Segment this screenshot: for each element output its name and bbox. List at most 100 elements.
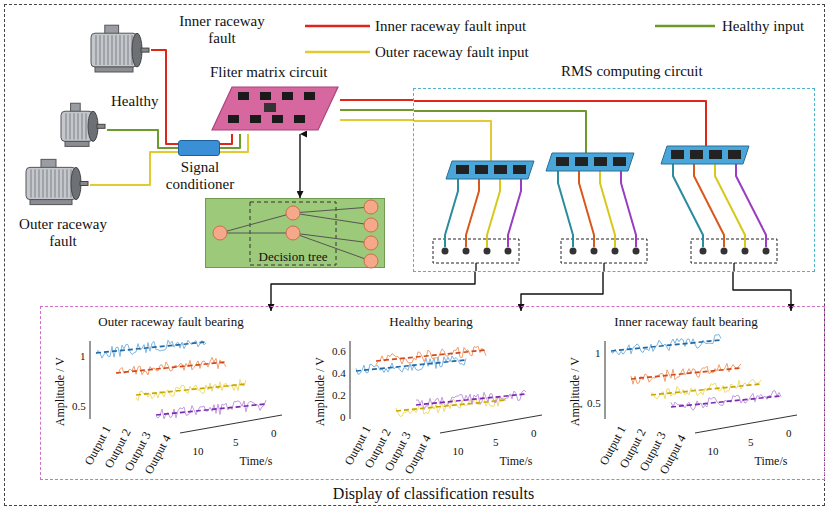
panel-node: Display of classification resultsOuter r… <box>40 306 825 480</box>
chart-panel: Inner raceway fault bearingAmplitude / V… <box>561 311 821 477</box>
axis-label: Time/s <box>240 455 273 468</box>
graphic-polyline <box>558 171 573 247</box>
graphic-rect <box>613 157 626 166</box>
axis-label: 0 <box>786 427 792 439</box>
node-label: RMS computing circuit <box>561 63 703 80</box>
graphic-line <box>108 35 109 65</box>
graphic-rect <box>594 157 607 166</box>
board-node: Fliter matrix circuit <box>208 64 340 134</box>
node-label: Healthy bearing <box>306 315 556 330</box>
graphic-rect <box>30 200 72 205</box>
graphic-line <box>63 169 64 197</box>
graphic-line <box>43 169 44 197</box>
graphic-line <box>293 233 371 243</box>
graphic-polyline <box>508 179 521 247</box>
graphic-circle <box>700 248 707 255</box>
graphic-rect <box>97 124 105 128</box>
graphic-line <box>35 169 36 197</box>
graphic-polyline <box>445 179 458 247</box>
axis-label: Amplitude / V <box>313 357 326 426</box>
motor-illustration <box>20 150 90 212</box>
graphic-line <box>116 362 226 373</box>
graphic-polygon <box>661 146 749 164</box>
rms-node: RMS computing circuit <box>413 88 815 272</box>
graphic-polygon <box>212 87 338 130</box>
motor-node: Inner raceway fault <box>85 15 151 80</box>
legend-line <box>655 25 715 28</box>
connector <box>107 130 178 148</box>
tick-label: 1 <box>595 347 601 359</box>
graphic-line <box>90 341 91 419</box>
graphic-rect <box>141 48 149 52</box>
graphic-line <box>695 415 797 433</box>
motor-illustration <box>55 95 107 153</box>
graphic-line <box>104 35 105 65</box>
axis-label: 5 <box>493 436 499 448</box>
node-label: Outer raceway fault <box>8 216 118 251</box>
connector <box>220 134 240 148</box>
chart-panel: Outer raceway fault bearingAmplitude / V… <box>46 311 296 477</box>
graphic-line <box>55 169 56 197</box>
graphic-polyline <box>414 111 586 153</box>
tick-label: 0.4 <box>332 367 346 379</box>
graphic-rect <box>26 167 76 199</box>
connector <box>340 109 413 111</box>
graphic-line <box>96 35 97 65</box>
graphic-circle <box>364 218 378 232</box>
tick-label: 0 <box>340 411 346 423</box>
graphic-polygon <box>446 161 534 179</box>
graphic-circle <box>612 248 619 255</box>
graphic-line <box>220 233 293 234</box>
graphic-line <box>39 169 40 197</box>
graphic-circle <box>633 248 640 255</box>
graphic-rect <box>556 157 569 166</box>
graphic-polyline <box>414 101 706 146</box>
graphic-circle <box>570 248 577 255</box>
graphic-line <box>120 35 121 65</box>
graphic-rect <box>238 92 249 100</box>
graphic-polyline <box>621 171 636 247</box>
chart-plot <box>561 311 821 477</box>
graphic-rect <box>250 115 261 123</box>
graphic-rect <box>671 150 684 159</box>
graphic-line <box>74 113 75 139</box>
axis-label: Amplitude / V <box>568 357 581 426</box>
graphic-polyline <box>671 391 781 411</box>
axis-label: 0 <box>271 427 277 439</box>
graphic-rect <box>260 92 271 100</box>
graphic-circle <box>463 248 470 255</box>
graphic-line <box>631 368 741 379</box>
graphic-line <box>671 396 781 407</box>
graphic-line <box>440 415 542 433</box>
graphic-line <box>47 169 48 197</box>
graphic-rect <box>282 92 293 100</box>
graphic-line <box>293 213 371 225</box>
graphic-circle <box>286 226 300 240</box>
connector <box>299 134 300 198</box>
graphic-circle <box>286 206 300 220</box>
graphic-line <box>733 263 734 271</box>
graphic-polyline <box>356 356 466 374</box>
graphic-circle <box>721 248 728 255</box>
node-label: Display of classification results <box>41 485 826 503</box>
graphic-line <box>67 169 68 197</box>
axis-label: 5 <box>233 436 239 448</box>
graphic-polyline <box>611 335 721 355</box>
graphic-line <box>78 113 79 139</box>
filter-board <box>208 84 340 134</box>
graphic-line <box>116 35 117 65</box>
legend-line <box>305 51 370 54</box>
graphic-line <box>475 263 476 271</box>
graphic-polyline <box>715 164 745 247</box>
graphic-polyline <box>673 164 703 247</box>
graphic-polyline <box>466 179 479 247</box>
graphic-rect <box>513 165 526 174</box>
graphic-polyline <box>136 380 246 401</box>
graphic-line <box>156 404 266 415</box>
graphic-line <box>605 341 606 419</box>
node-label: Healthy <box>111 93 158 110</box>
graphic-line <box>66 113 67 139</box>
graphic-circle <box>484 248 491 255</box>
connector <box>340 119 413 121</box>
graphic-rect <box>80 181 88 185</box>
